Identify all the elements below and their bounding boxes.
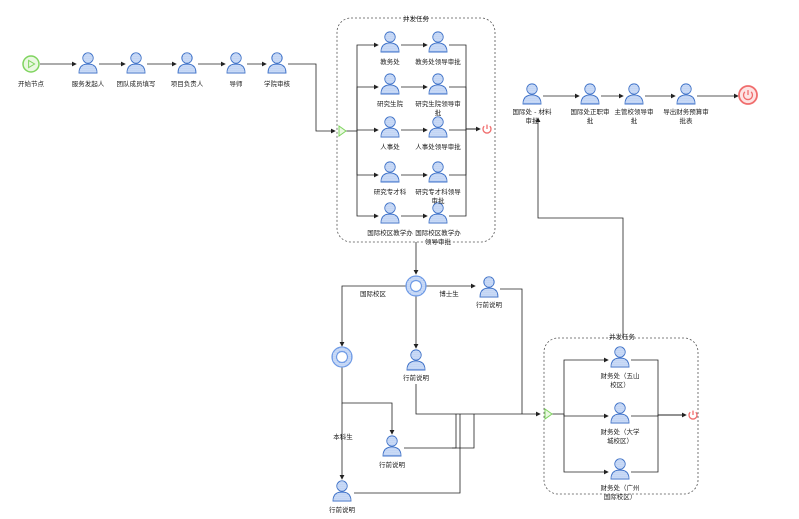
user-task-icon[interactable] bbox=[380, 161, 400, 183]
admin-office-label: 行前说明 bbox=[329, 506, 355, 514]
parallel-box-top bbox=[336, 17, 496, 243]
user-task-icon[interactable] bbox=[380, 31, 400, 53]
start-event-icon[interactable] bbox=[22, 55, 40, 73]
user-task-icon[interactable] bbox=[610, 346, 630, 368]
flow-edge bbox=[449, 128, 480, 217]
parallel-top-approval-label: 国际校区教学办领导审批 bbox=[415, 229, 461, 246]
parallel-top-task-label: 研究专才科 bbox=[373, 188, 407, 196]
flow-edge bbox=[563, 357, 609, 414]
parallel-top-task-label: 教务处 bbox=[380, 58, 400, 66]
flow-edge bbox=[563, 413, 609, 419]
user-task-icon[interactable] bbox=[580, 83, 600, 105]
parallel-top-approval-label: 人事处领导审批 bbox=[415, 143, 461, 151]
user-task-icon[interactable] bbox=[382, 435, 402, 457]
user-task-icon[interactable] bbox=[78, 52, 98, 74]
flow-edge bbox=[341, 367, 395, 435]
parallel-bottom-title: 并发任务 bbox=[609, 333, 635, 341]
branch-gateway-icon[interactable] bbox=[405, 275, 427, 297]
user-task-icon[interactable] bbox=[380, 116, 400, 138]
flow-edge bbox=[356, 131, 379, 178]
user-task-icon[interactable] bbox=[332, 480, 352, 502]
user-task-icon[interactable] bbox=[267, 52, 287, 74]
flow-edge bbox=[500, 288, 523, 414]
parallel-top-end-icon[interactable] bbox=[482, 124, 492, 134]
parallel-top-approval-label: 研究专才科领导审批 bbox=[415, 188, 461, 205]
user-task-icon[interactable] bbox=[126, 52, 146, 74]
flow-edge bbox=[356, 84, 379, 131]
main-flow-label: 学院审核 bbox=[264, 80, 290, 88]
flow-edge bbox=[563, 414, 609, 475]
main-flow-label: 导师 bbox=[229, 80, 243, 88]
main-flow-label: 团队成员填写 bbox=[116, 80, 156, 88]
parallel-top-start-icon bbox=[338, 125, 347, 137]
user-task-icon[interactable] bbox=[380, 202, 400, 224]
flow-edge bbox=[404, 414, 457, 449]
flow-edge bbox=[339, 285, 406, 347]
parallel-top-task-label: 人事处 bbox=[380, 143, 400, 151]
user-task-icon[interactable] bbox=[406, 349, 426, 371]
admin-office-label: 行前说明 bbox=[476, 301, 502, 309]
user-task-icon[interactable] bbox=[428, 161, 448, 183]
flow-edge bbox=[452, 414, 475, 449]
start-label: 开始节点 bbox=[18, 80, 44, 88]
parallel-top-approval-label: 研究生院领导审批 bbox=[415, 100, 461, 117]
user-task-icon[interactable] bbox=[522, 83, 542, 105]
user-task-icon[interactable] bbox=[610, 458, 630, 480]
user-task-icon[interactable] bbox=[479, 276, 499, 298]
branch-label-undergrad: 本科生 bbox=[333, 433, 353, 441]
user-task-icon[interactable] bbox=[676, 83, 696, 105]
user-task-icon[interactable] bbox=[428, 202, 448, 224]
branch-label-phd: 博士生 bbox=[439, 290, 459, 298]
flow-edge bbox=[354, 414, 461, 494]
user-task-icon[interactable] bbox=[610, 402, 630, 424]
parallel-bottom-end-icon[interactable] bbox=[688, 410, 698, 420]
right-flow-label: 国际处正职审批 bbox=[570, 108, 610, 125]
parallel-top-task-label: 研究生院 bbox=[377, 100, 403, 108]
admin-office-label: 行前说明 bbox=[379, 461, 405, 469]
finance-office-label: 财务处（广州国际校区） bbox=[600, 484, 640, 501]
user-task-icon[interactable] bbox=[380, 73, 400, 95]
end-event-icon[interactable] bbox=[738, 85, 758, 105]
right-flow-label: 主管校领导审批 bbox=[614, 108, 654, 125]
main-flow-label: 项目负责人 bbox=[170, 80, 204, 88]
finance-office-label: 财务处（五山校区） bbox=[600, 372, 640, 389]
parallel-top-title: 并发任务 bbox=[403, 15, 429, 23]
sub-gateway-icon[interactable] bbox=[331, 346, 353, 368]
user-task-icon[interactable] bbox=[624, 83, 644, 105]
admin-office-label: 行前说明 bbox=[403, 374, 429, 382]
right-flow-label: 导出财务预算审批表 bbox=[663, 108, 709, 125]
user-task-icon[interactable] bbox=[226, 52, 246, 74]
flow-edge bbox=[356, 131, 379, 219]
user-task-icon[interactable] bbox=[428, 73, 448, 95]
right-flow-label: 国际处 - 材料审批 bbox=[512, 108, 552, 125]
flow-edge bbox=[356, 127, 379, 133]
parallel-top-task-label: 国际校区教学办 bbox=[367, 229, 413, 237]
parallel-top-approval-label: 教务处领导审批 bbox=[415, 58, 461, 66]
flow-edge bbox=[535, 117, 624, 338]
user-task-icon[interactable] bbox=[177, 52, 197, 74]
user-task-icon[interactable] bbox=[428, 116, 448, 138]
user-task-icon[interactable] bbox=[428, 31, 448, 53]
main-flow-label: 服务发起人 bbox=[71, 80, 105, 88]
finance-office-label: 财务处（大学城校区） bbox=[600, 428, 640, 445]
flow-edge bbox=[288, 63, 336, 134]
parallel-box-bottom bbox=[543, 337, 699, 495]
parallel-bottom-start-icon bbox=[544, 408, 553, 420]
flow-edge bbox=[415, 384, 541, 417]
flow-edge bbox=[449, 128, 480, 176]
flow-edge bbox=[631, 414, 686, 473]
branch-label-intl-campus: 国际校区 bbox=[360, 290, 386, 298]
